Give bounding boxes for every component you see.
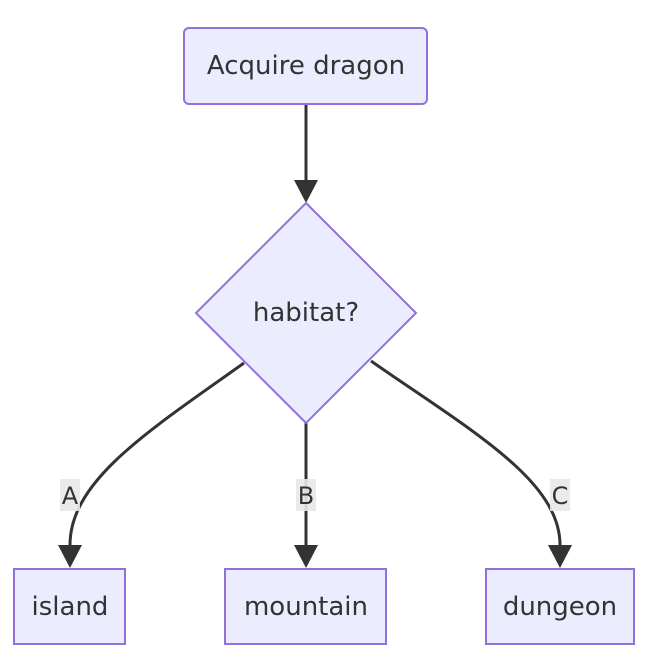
edge-label-a-text: A — [62, 482, 79, 510]
node-dungeon-label: dungeon — [503, 592, 617, 622]
arrowhead-mountain — [294, 545, 318, 568]
node-dungeon[interactable]: dungeon — [485, 568, 635, 645]
edge-decision-to-island — [68, 361, 245, 546]
node-decision-label: habitat? — [253, 298, 359, 328]
edge-label-b-text: B — [298, 482, 314, 510]
arrowhead-dungeon — [548, 545, 572, 568]
edge-label-b: B — [296, 479, 316, 511]
node-mountain-label: mountain — [244, 592, 368, 622]
arrowhead-decision — [294, 180, 318, 203]
node-decision[interactable]: habitat? — [194, 201, 418, 425]
edge-decision-to-dungeon — [370, 359, 562, 546]
edge-label-a: A — [60, 479, 80, 511]
node-start-label: Acquire dragon — [207, 51, 405, 81]
node-mountain[interactable]: mountain — [224, 568, 387, 645]
node-start[interactable]: Acquire dragon — [183, 27, 428, 105]
node-island-label: island — [32, 592, 109, 622]
arrowhead-island — [58, 545, 82, 568]
edge-label-c-text: C — [552, 482, 569, 510]
edge-label-c: C — [550, 479, 570, 511]
node-island[interactable]: island — [13, 568, 126, 645]
